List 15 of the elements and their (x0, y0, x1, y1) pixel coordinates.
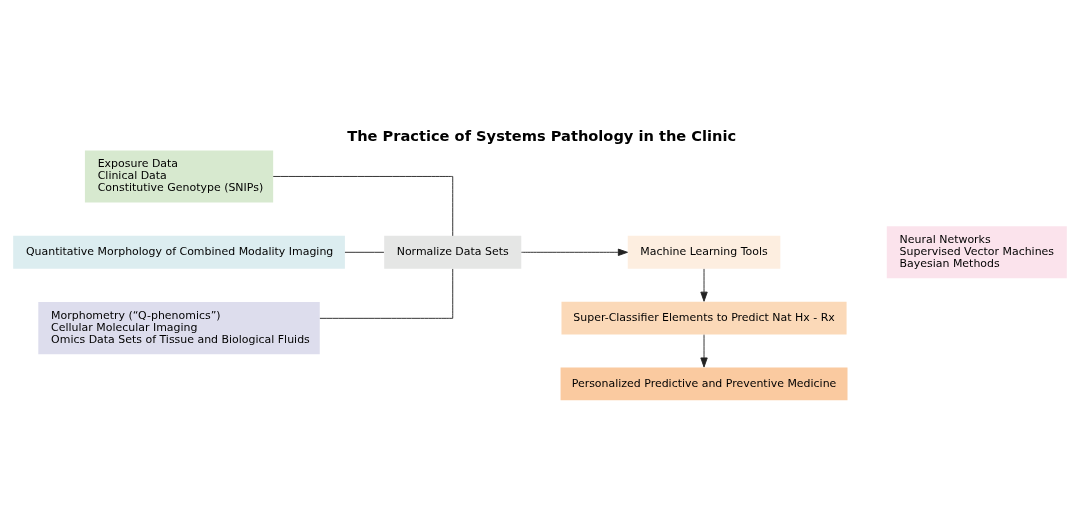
connector (319, 268, 454, 319)
node-box: Machine Learning Tools (627, 235, 781, 269)
connector (344, 251, 385, 253)
connector (272, 176, 454, 237)
arrow (520, 248, 628, 256)
node-box: Normalize Data Sets (384, 235, 522, 269)
node-box: Super-Classifier Elements to Predict Nat Hx - Rx (561, 301, 847, 335)
node-box: Quantitative Morphology of Combined Modality Imaging (13, 235, 345, 269)
arrow (700, 334, 708, 368)
diagram-title: The Practice of Systems Pathology in the Clinic (347, 127, 737, 145)
arrow (700, 268, 708, 302)
node-box: Personalized Predictive and Preventive Medicine (560, 367, 848, 401)
node-box: Neural Networks Supervised Vector Machines Bayesian Methods (886, 226, 1067, 279)
node-box: Exposure Data Clinical Data Constitutive Genotype (SNIPs) (84, 150, 274, 203)
node-box: Morphometry (“Q-phenomics”) Cellular Molecular Imaging Omics Data Sets of Tissue and Biological Fluids (38, 302, 320, 355)
